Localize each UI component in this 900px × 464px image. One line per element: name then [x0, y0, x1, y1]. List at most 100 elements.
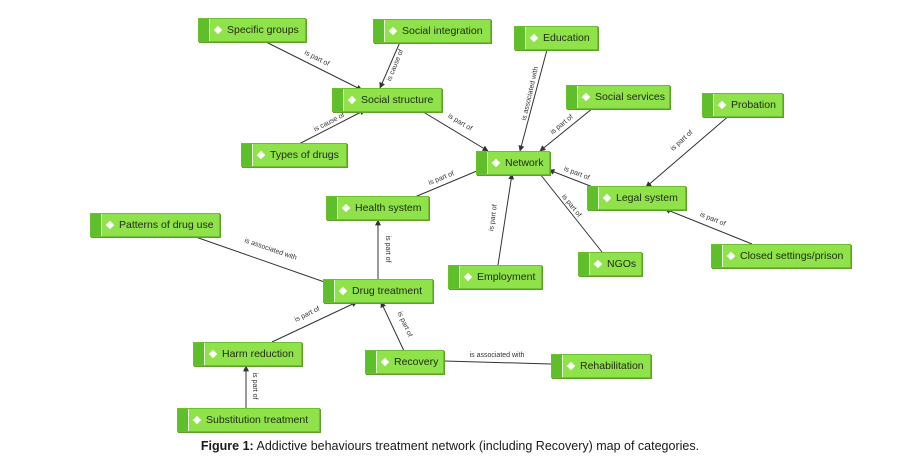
caption-prefix: Figure 1:	[200, 439, 254, 453]
node-employment[interactable]: Employment	[448, 265, 542, 289]
edge-label-health-to-network: is part of	[428, 170, 456, 187]
node-social-services[interactable]: Social services	[566, 85, 670, 109]
node-label: NGOs	[607, 258, 637, 270]
node-label: Substitution treatment	[206, 414, 309, 426]
diamond-icon	[105, 220, 115, 230]
node-tab	[333, 89, 344, 111]
edge-harm-to-drugtreatment	[271, 301, 358, 343]
edge-services-to-network	[539, 107, 594, 152]
edge-label-structure-to-network: is part of	[446, 113, 473, 133]
edge-education-to-network	[518, 45, 549, 152]
node-probation[interactable]: Probation	[702, 93, 783, 117]
diamond-icon	[581, 92, 591, 102]
node-tab	[515, 27, 526, 49]
node-tab	[366, 351, 377, 373]
node-harm-reduction[interactable]: Harm reduction	[193, 342, 302, 366]
node-network[interactable]: Network	[476, 151, 550, 175]
node-tab	[712, 245, 723, 267]
diamond-icon	[593, 259, 603, 269]
edge-label-closed-to-legal: is part of	[699, 211, 727, 228]
node-tab	[178, 409, 189, 431]
node-specific-groups[interactable]: Specific groups	[198, 18, 306, 42]
node-substitution-treatment[interactable]: Substitution treatment	[177, 408, 320, 432]
caption-text: Addictive behaviours treatment network (…	[253, 439, 700, 453]
diamond-icon	[717, 100, 727, 110]
node-closed-settings-prison[interactable]: Closed settings/prison	[711, 244, 851, 268]
edge-label-integration-to-structure: is cause of	[386, 49, 405, 83]
edge-integration-to-structure	[379, 41, 401, 89]
diamond-icon	[380, 357, 390, 367]
node-label: Health system	[355, 202, 422, 214]
edge-label-employment-to-network: is part of	[488, 204, 499, 232]
node-ngos[interactable]: NGOs	[578, 252, 642, 276]
node-tab	[242, 144, 253, 166]
diamond-icon	[341, 203, 351, 213]
node-rehabilitation[interactable]: Rehabilitation	[551, 354, 651, 378]
edge-legal-to-network	[548, 169, 599, 190]
edge-label-specific-to-structure: is part of	[303, 49, 330, 67]
node-tab	[327, 197, 338, 219]
node-social-structure[interactable]: Social structure	[332, 88, 442, 112]
node-patterns-of-drug-use[interactable]: Patterns of drug use	[90, 213, 220, 237]
node-label: Patterns of drug use	[119, 219, 214, 231]
node-label: Social services	[595, 91, 666, 103]
node-tab	[194, 343, 205, 365]
node-drug-treatment[interactable]: Drug treatment	[323, 279, 433, 303]
edge-label-drugtreatment-to-health: is part of	[384, 236, 391, 263]
node-label: Probation	[731, 99, 776, 111]
node-label: Recovery	[394, 356, 439, 368]
edge-closed-to-legal	[664, 208, 753, 245]
edge-health-to-network	[409, 167, 485, 200]
diamond-icon	[208, 349, 218, 359]
node-label: Education	[543, 32, 590, 44]
node-types-of-drugs[interactable]: Types of drugs	[241, 143, 347, 167]
diamond-icon	[463, 272, 473, 282]
edge-drugs-to-structure	[294, 109, 366, 147]
diamond-icon	[213, 25, 223, 35]
node-tab	[449, 266, 460, 288]
diamond-icon	[388, 26, 398, 36]
node-label: Closed settings/prison	[740, 250, 844, 262]
edge-recovery-to-drugtreatment	[380, 301, 405, 352]
node-label: Legal system	[616, 192, 678, 204]
figure-caption: Figure 1: Addictive behaviours treatment…	[0, 439, 900, 453]
node-legal-system[interactable]: Legal system	[587, 186, 686, 210]
edge-label-substitution-to-harm: is part of	[251, 373, 258, 400]
node-label: Network	[505, 157, 544, 169]
node-label: Harm reduction	[222, 348, 294, 360]
node-label: Rehabilitation	[580, 360, 644, 372]
node-label: Types of drugs	[270, 149, 339, 161]
node-label: Specific groups	[227, 24, 299, 36]
diamond-icon	[726, 251, 736, 261]
edge-recovery-to-rehab	[443, 360, 552, 365]
node-tab	[374, 20, 385, 42]
diamond-icon	[566, 361, 576, 371]
edge-employment-to-network	[497, 173, 515, 266]
edge-label-network-to-ngos: is part of	[560, 193, 582, 218]
edge-patterns-to-drugtreatment	[189, 234, 334, 286]
node-label: Social integration	[402, 25, 483, 37]
node-tab	[199, 19, 210, 41]
node-social-integration[interactable]: Social integration	[373, 19, 491, 43]
node-tab	[703, 94, 714, 116]
node-tab	[567, 86, 578, 108]
node-tab	[588, 187, 599, 209]
node-education[interactable]: Education	[514, 26, 598, 50]
node-health-system[interactable]: Health system	[326, 196, 429, 220]
node-tab	[477, 152, 488, 174]
edge-label-legal-to-network: is part of	[563, 166, 591, 182]
diamond-icon	[529, 33, 539, 43]
node-tab	[579, 253, 590, 275]
node-tab	[324, 280, 335, 302]
edge-label-patterns-to-drugtreatment: is associated with	[243, 237, 297, 262]
node-label: Drug treatment	[352, 285, 423, 297]
node-tab	[552, 355, 563, 377]
diamond-icon	[192, 415, 202, 425]
diamond-icon	[338, 286, 348, 296]
node-label: Employment	[477, 271, 536, 283]
edge-structure-to-network	[419, 109, 489, 152]
edge-label-recovery-to-drugtreatment: is part of	[396, 311, 413, 338]
node-recovery[interactable]: Recovery	[365, 350, 444, 374]
